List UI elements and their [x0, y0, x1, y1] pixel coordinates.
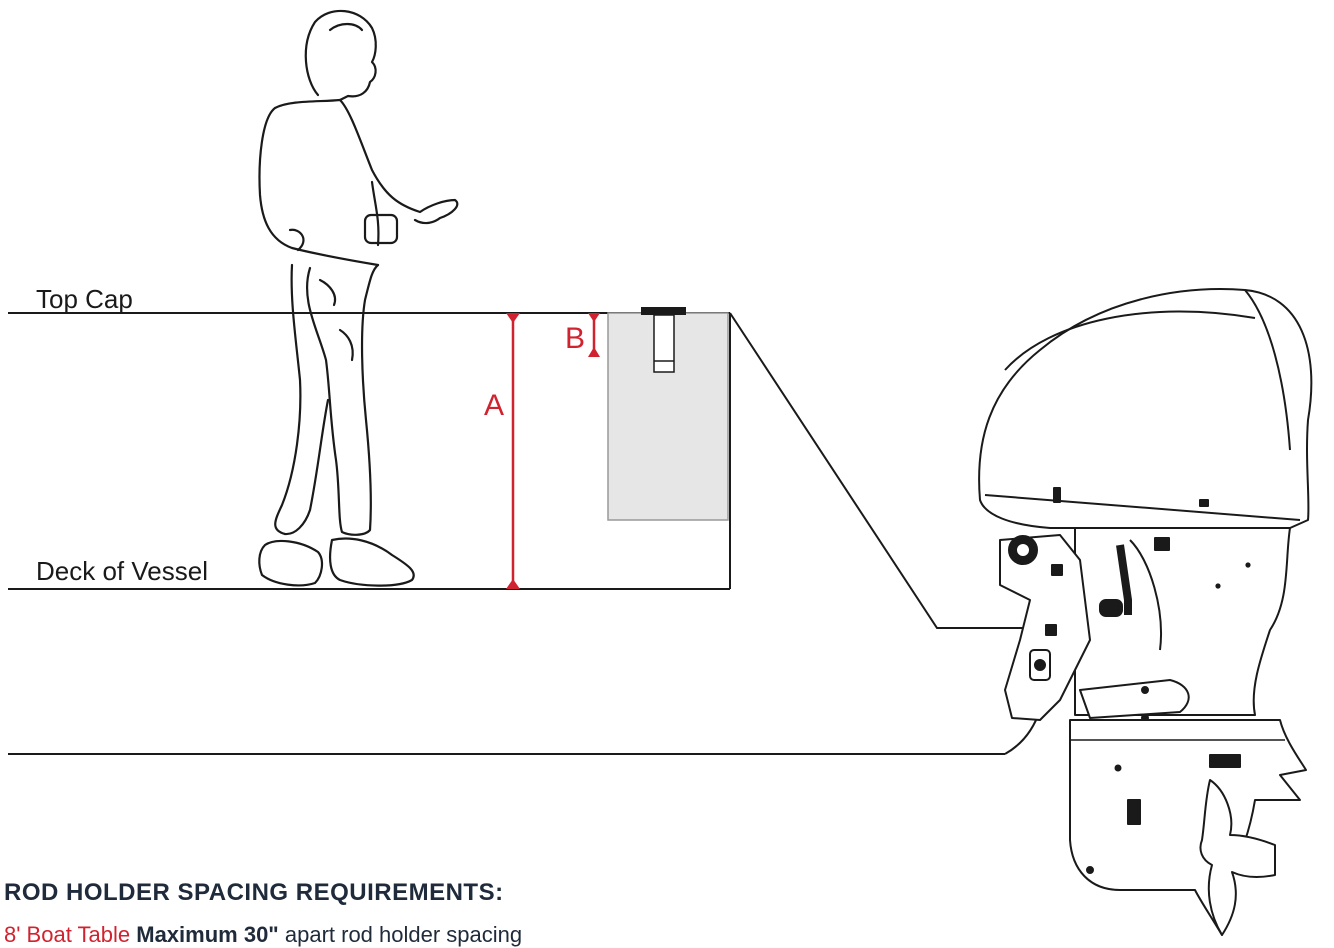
- boat-table-link[interactable]: 8' Boat Table: [4, 922, 131, 947]
- transom-line: [729, 312, 1040, 629]
- maximum-spacing-value: Maximum 30": [136, 922, 279, 947]
- dimension-b: [588, 313, 600, 357]
- person-figure-icon: [258, 9, 459, 587]
- spacing-requirement-text: apart rod holder spacing: [284, 922, 523, 947]
- dimension-a-label: A: [484, 389, 505, 422]
- dimension-b-label: B: [565, 322, 586, 355]
- dimension-a: [506, 313, 520, 589]
- deck-label: Deck of Vessel: [36, 556, 208, 586]
- outboard-engine-icon: [978, 288, 1313, 936]
- top-cap-label: Top Cap: [36, 284, 133, 314]
- spacing-requirement-line: 8' Boat Table Maximum 30" apart rod hold…: [4, 922, 522, 948]
- section-heading: ROD HOLDER SPACING REQUIREMENTS:: [4, 879, 504, 906]
- rod-holder-icon: [607, 307, 729, 521]
